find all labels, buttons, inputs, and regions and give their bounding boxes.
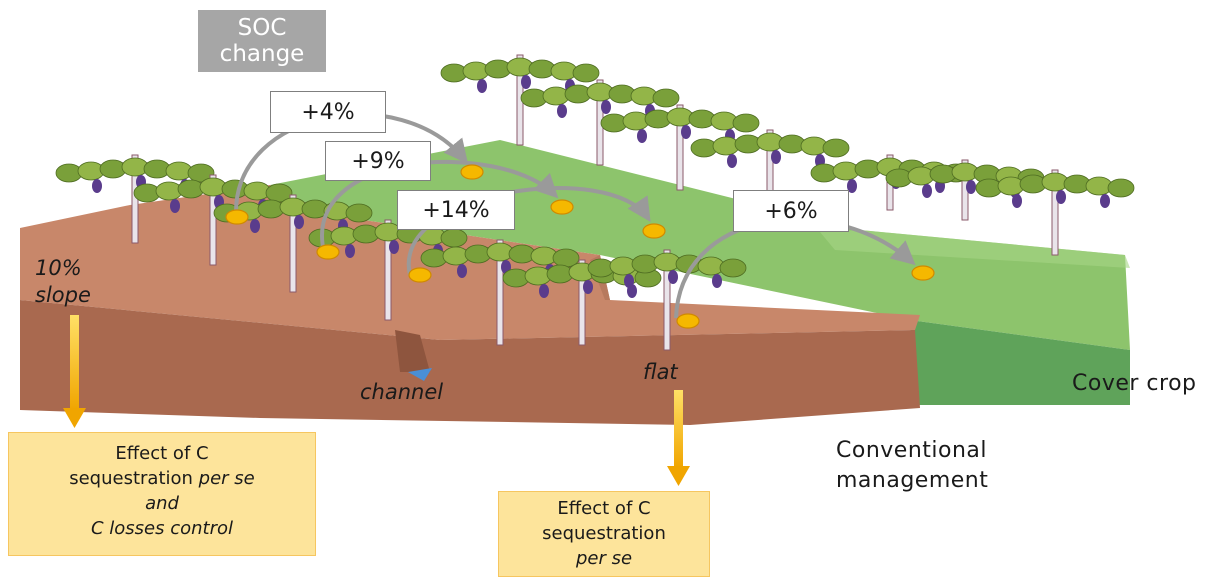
grape-cluster	[294, 215, 304, 229]
vine-leaf	[732, 113, 760, 133]
flat-effect-box: Effect of C sequestration per se	[498, 491, 710, 577]
grape-cluster	[170, 199, 180, 213]
conventional-management-label: Conventional management	[836, 436, 988, 496]
slope-effect-arrow-shaft	[70, 315, 79, 410]
grape-cluster	[457, 264, 467, 278]
soc-title-line1: SOC	[237, 15, 287, 41]
grape-vine-icon	[213, 194, 373, 293]
conventional-line2: management	[836, 468, 989, 493]
sample-points	[225, 164, 935, 329]
grape-vine-icon	[133, 174, 293, 266]
conventional-line1: Conventional	[836, 438, 987, 463]
vine-leaf	[572, 63, 600, 83]
slope-effect-line1: Effect of C	[115, 443, 209, 464]
sample-point	[316, 244, 340, 260]
slope-label-value: 10%	[35, 256, 82, 280]
flat-effect-line3: per se	[575, 548, 633, 569]
grape-cluster	[922, 184, 932, 198]
grape-cluster	[847, 179, 857, 193]
grape-cluster	[1056, 190, 1066, 204]
slope-label: 10% slope	[35, 255, 91, 309]
grape-cluster	[1100, 194, 1110, 208]
flat-effect-arrow-head	[667, 466, 690, 486]
slope-effect-line3: and	[145, 493, 179, 514]
vine-trunk	[289, 194, 297, 293]
grape-vine-icon	[690, 129, 850, 211]
soc-change-box-14: +14%	[397, 190, 515, 230]
grape-cluster	[727, 154, 737, 168]
slope-effect-line4: C losses control	[90, 518, 234, 539]
soc-change-title: SOC change	[198, 10, 326, 72]
vine-leaf	[1107, 178, 1135, 198]
sample-point	[460, 164, 484, 180]
cover-crop-label: Cover crop	[1072, 371, 1197, 396]
grape-cluster	[1012, 194, 1022, 208]
vine-trunk	[663, 249, 671, 351]
slope-effect-box: Effect of C sequestration per se and C l…	[8, 432, 316, 556]
vine-trunk	[209, 174, 217, 266]
vine-leaf	[719, 258, 747, 278]
grape-vine-icon	[975, 169, 1135, 256]
grape-vine-icon	[502, 259, 662, 346]
vine-leaf	[187, 163, 215, 183]
flat-effect-arrow-shaft	[674, 390, 683, 468]
soc-title-line2: change	[219, 41, 305, 67]
channel-label: channel	[360, 380, 444, 404]
vine-leaf	[652, 88, 680, 108]
sample-point	[408, 267, 432, 283]
grape-vine-icon	[55, 154, 215, 244]
grape-cluster	[557, 104, 567, 118]
vine-leaf	[345, 203, 373, 223]
grape-cluster	[539, 284, 549, 298]
grape-cluster	[250, 219, 260, 233]
sample-point	[911, 265, 935, 281]
vine-rows	[55, 54, 1135, 351]
slope-label-word: slope	[35, 283, 91, 307]
slope-effect-line2a: sequestration	[69, 468, 199, 489]
soc-change-box-9: +9%	[325, 141, 431, 181]
grape-cluster	[712, 274, 722, 288]
grape-cluster	[771, 150, 781, 164]
flat-label: flat	[643, 360, 678, 384]
grape-cluster	[92, 179, 102, 193]
vine-trunk	[676, 104, 684, 191]
grape-vine-icon	[440, 54, 600, 146]
grape-vine-icon	[520, 79, 680, 166]
flat-effect-line2: sequestration	[542, 523, 666, 544]
grape-vine-icon	[587, 249, 747, 351]
effect-arrows	[63, 315, 690, 486]
slope-effect-arrow-head	[63, 408, 86, 428]
soc-change-box-6: +6%	[733, 190, 849, 232]
grape-cluster	[345, 244, 355, 258]
grape-cluster	[583, 280, 593, 294]
sample-point	[550, 199, 574, 215]
grape-cluster	[966, 180, 976, 194]
slope-effect-line2b: per se	[198, 468, 255, 489]
channel-water-icon	[408, 368, 432, 381]
grape-vine-icon	[600, 104, 760, 191]
grape-cluster	[601, 100, 611, 114]
soc-change-box-4: +4%	[270, 91, 386, 133]
grape-cluster	[624, 274, 634, 288]
grape-cluster	[477, 79, 487, 93]
sample-point	[225, 209, 249, 225]
grape-vine-icon	[420, 239, 580, 346]
vine-trunk	[1051, 169, 1059, 256]
flat-effect-line1: Effect of C	[557, 498, 651, 519]
conventional-soil-terrain	[20, 185, 920, 425]
sample-point	[676, 313, 700, 329]
grape-cluster	[668, 270, 678, 284]
vine-trunk	[496, 239, 504, 346]
vine-leaf	[440, 228, 468, 248]
grape-cluster	[389, 240, 399, 254]
grape-cluster	[637, 129, 647, 143]
vine-leaf	[822, 138, 850, 158]
grape-vine-icon	[308, 219, 468, 321]
sample-point	[642, 223, 666, 239]
vine-trunk	[384, 219, 392, 321]
slope-effect-line2: sequestration per se	[9, 466, 315, 491]
grape-cluster	[521, 75, 531, 89]
vine-trunk	[578, 259, 586, 346]
grape-cluster	[681, 125, 691, 139]
